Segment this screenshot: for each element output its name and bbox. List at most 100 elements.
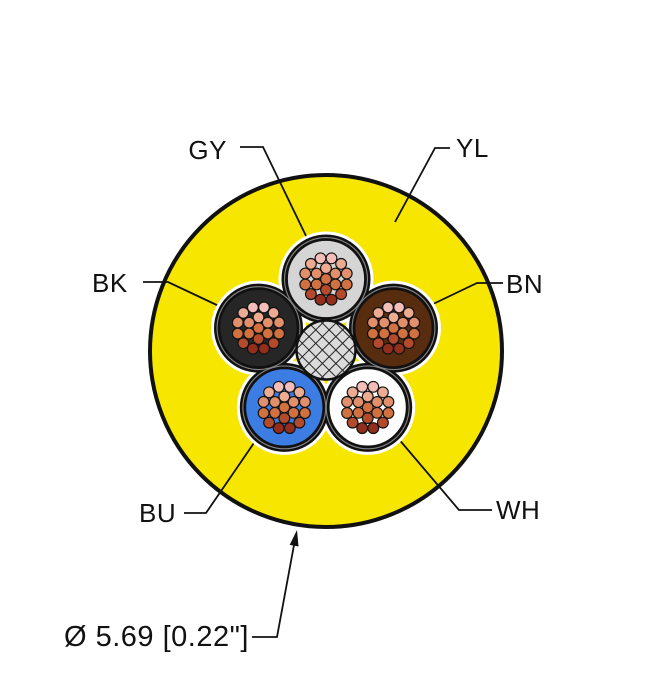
copper-strand bbox=[325, 293, 338, 306]
copper-strand bbox=[367, 380, 380, 393]
conductor-bk bbox=[217, 287, 300, 370]
copper-strand bbox=[335, 257, 348, 270]
leader-bn bbox=[430, 282, 503, 306]
copper-strand bbox=[298, 395, 311, 408]
copper-strand bbox=[252, 332, 265, 345]
copper-strand bbox=[408, 327, 421, 340]
leader-dimension bbox=[252, 544, 295, 638]
copper-strand bbox=[304, 257, 317, 270]
copper-strand bbox=[352, 406, 365, 419]
copper-strand bbox=[263, 386, 276, 399]
copper-strand bbox=[272, 422, 285, 435]
label-wh: WH bbox=[496, 495, 541, 525]
copper-strand bbox=[382, 301, 394, 314]
copper-strand bbox=[340, 278, 353, 291]
copper-strand bbox=[314, 293, 327, 306]
copper-strand bbox=[243, 327, 256, 340]
copper-strand bbox=[361, 390, 374, 403]
copper-strand bbox=[346, 416, 359, 429]
copper-strand bbox=[257, 407, 270, 419]
copper-strand bbox=[382, 342, 394, 355]
copper-strand bbox=[361, 412, 374, 425]
copper-strand bbox=[246, 342, 259, 355]
copper-strand bbox=[320, 283, 332, 296]
copper-strand bbox=[314, 252, 327, 265]
copper-strand bbox=[268, 396, 281, 408]
copper-strand bbox=[252, 311, 265, 324]
copper-strand bbox=[387, 332, 400, 345]
copper-strand bbox=[263, 416, 276, 429]
copper-strand bbox=[258, 342, 270, 355]
copper-strand bbox=[329, 267, 342, 280]
center-filler-crosshatch bbox=[295, 319, 357, 381]
copper-strand bbox=[372, 337, 385, 350]
copper-strand bbox=[237, 337, 250, 350]
copper-strand bbox=[237, 306, 250, 319]
copper-strand bbox=[376, 386, 389, 399]
copper-strand bbox=[341, 407, 354, 419]
conductor-wh bbox=[326, 366, 409, 449]
dimension-label: Ø 5.69 [0.22"] bbox=[64, 621, 249, 653]
copper-strand bbox=[320, 262, 332, 275]
copper-strand bbox=[273, 316, 286, 329]
copper-strand bbox=[231, 327, 244, 340]
copper-strand bbox=[273, 327, 286, 340]
leader-bu bbox=[184, 439, 257, 514]
copper-strand bbox=[268, 406, 281, 419]
copper-strand bbox=[402, 337, 415, 350]
label-bn: BN bbox=[506, 269, 544, 299]
copper-strand bbox=[293, 416, 306, 429]
leader-gy bbox=[240, 146, 308, 239]
conductor-bu bbox=[243, 366, 326, 449]
copper-strand bbox=[231, 316, 244, 329]
copper-strand bbox=[356, 422, 369, 435]
copper-strand bbox=[387, 311, 400, 324]
copper-strand bbox=[352, 396, 365, 408]
copper-strand bbox=[396, 316, 409, 329]
copper-strand bbox=[356, 380, 369, 393]
copper-strand bbox=[278, 390, 291, 403]
copper-strand bbox=[267, 337, 280, 350]
conductor-gy bbox=[285, 238, 367, 320]
copper-strand bbox=[382, 407, 395, 419]
copper-strand bbox=[346, 386, 359, 399]
copper-strand bbox=[372, 306, 385, 319]
copper-strand bbox=[378, 316, 391, 329]
copper-strand bbox=[378, 327, 391, 340]
copper-strand bbox=[257, 395, 270, 408]
label-bu: BU bbox=[139, 498, 177, 528]
copper-strand bbox=[340, 267, 353, 280]
copper-strand bbox=[272, 380, 285, 393]
copper-strand bbox=[366, 316, 379, 329]
copper-strand bbox=[287, 396, 300, 408]
copper-strand bbox=[408, 316, 421, 329]
copper-strand bbox=[402, 306, 415, 319]
dimension-arrowhead bbox=[289, 530, 299, 547]
copper-strand bbox=[283, 380, 296, 393]
copper-strand bbox=[283, 422, 296, 435]
leader-bk bbox=[143, 281, 222, 308]
copper-strand bbox=[310, 278, 323, 291]
copper-strand bbox=[298, 407, 311, 419]
copper-strand bbox=[304, 288, 317, 301]
copper-strand bbox=[366, 327, 379, 340]
copper-strand bbox=[393, 301, 406, 314]
copper-strand bbox=[310, 267, 323, 280]
copper-strand bbox=[367, 422, 380, 435]
copper-strand bbox=[261, 316, 274, 329]
copper-strand bbox=[243, 316, 256, 329]
copper-strand bbox=[393, 342, 406, 355]
leader-wh bbox=[396, 436, 492, 511]
copper-strand bbox=[258, 301, 270, 314]
conductor-bn bbox=[352, 287, 435, 370]
copper-strand bbox=[299, 278, 312, 291]
copper-strand bbox=[293, 386, 306, 399]
copper-strand bbox=[278, 412, 291, 425]
copper-strand bbox=[267, 306, 280, 319]
copper-strand bbox=[325, 252, 338, 265]
copper-strand bbox=[246, 301, 259, 314]
copper-strand bbox=[341, 395, 354, 408]
label-yl: YL bbox=[456, 133, 489, 163]
